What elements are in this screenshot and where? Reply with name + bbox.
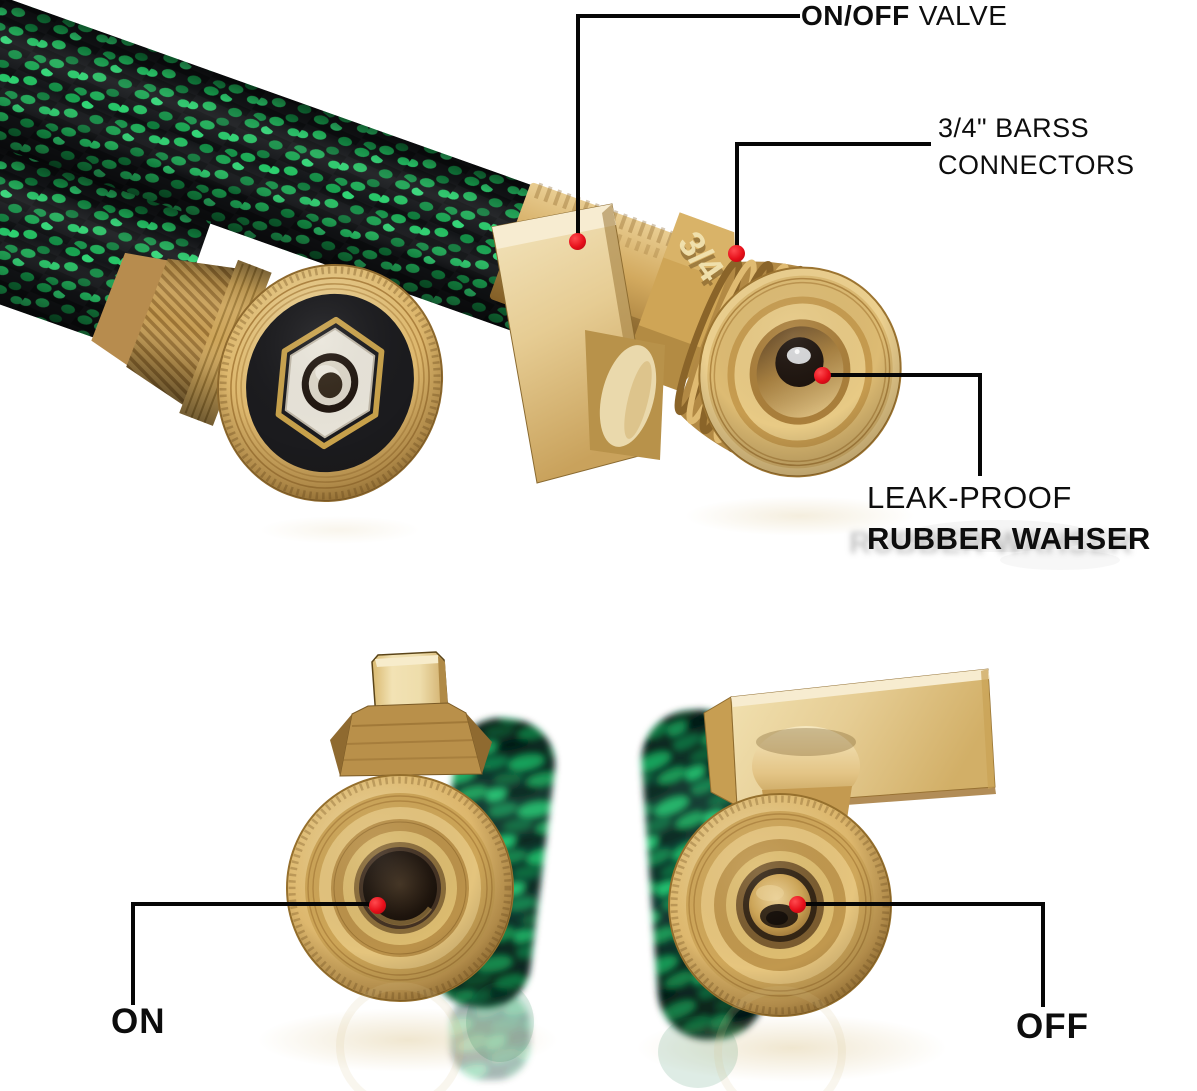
label-state-on: ON [111, 1002, 166, 1041]
callout-line-off-horizontal [798, 902, 1045, 906]
top-reflection [260, 496, 1120, 570]
callout-line-washer-vertical [978, 373, 982, 476]
label-state-off: OFF [1016, 1007, 1089, 1046]
off-valve-face [668, 793, 892, 1017]
callout-line-on-horizontal [131, 902, 378, 906]
label-rubber-washer-line2: RUBBER WAHSER [867, 521, 1151, 556]
label-on-off-valve-bold: ON/OFF [801, 0, 910, 31]
label-brass-connectors: 3/4" BARSS CONNECTORS [938, 110, 1135, 184]
marker-dot-washer [814, 367, 831, 384]
on-valve-collar [330, 702, 492, 777]
on-valve-face [286, 774, 514, 1002]
callout-line-valve-vertical [576, 14, 580, 240]
label-brass-connectors-line1: 3/4" BARSS [938, 113, 1090, 143]
male-connector-face [698, 266, 902, 478]
male-threaded-connector [674, 258, 902, 478]
marker-dot-valve [569, 233, 586, 250]
label-brass-connectors-line2: CONNECTORS [938, 150, 1135, 180]
callout-line-on-vertical [131, 902, 135, 1005]
label-rubber-washer: LEAK-PROOF RUBBER WAHSER [867, 477, 1151, 559]
bottom-reflections [258, 982, 947, 1091]
callout-line-washer-horizontal [824, 373, 982, 377]
label-rubber-washer-line1: LEAK-PROOF [867, 480, 1072, 515]
label-on-off-valve-rest: VALVE [918, 0, 1008, 31]
female-connector-face [216, 263, 444, 503]
marker-dot-on [369, 897, 386, 914]
callout-line-off-vertical [1041, 902, 1045, 1007]
valve-end-view-on [286, 651, 555, 1080]
callout-line-connectors-vertical [735, 142, 739, 250]
valve-end-view-off [641, 668, 996, 1040]
callout-line-connectors-horizontal [735, 142, 931, 146]
female-brass-connector [91, 252, 444, 503]
marker-dot-connectors [728, 245, 745, 262]
label-on-off-valve: ON/OFF VALVE [801, 0, 1007, 32]
valve-stem [585, 330, 665, 460]
marker-dot-off [789, 896, 806, 913]
callout-line-valve-horizontal [576, 14, 800, 18]
